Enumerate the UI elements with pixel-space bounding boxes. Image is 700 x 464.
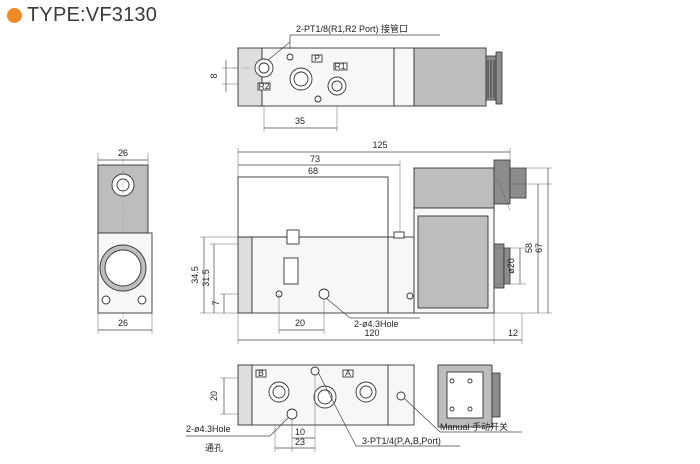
top-view: P R1 R2 2-PT1/8(R1,R2 Port) 接管口 8 35 [209,23,503,132]
front-dim-34-5: 34.5 [190,266,200,284]
front-view: 125 73 68 34.5 31.5 7 20 2-ø4.3Hole 12 [190,140,552,344]
front-coil-top [413,167,495,209]
bottom-left-cap [237,364,253,426]
top-port-label-r2: R2 [259,81,270,91]
front-left-cap [237,236,253,314]
side-view: 26 26 [97,148,153,334]
front-hole-callout: 2-ø4.3Hole [354,319,399,329]
top-port-callout: 2-PT1/8(R1,R2 Port) 接管口 [296,23,408,34]
front-dim-120: 120 [364,328,379,338]
top-view-valve-body [261,47,395,107]
front-dim-73: 73 [310,154,320,164]
bottom-dim-23: 23 [295,437,305,447]
top-port-label-r1: R1 [335,61,346,71]
front-dim-12: 12 [508,328,518,338]
top-dim-8: 8 [209,73,219,78]
front-body-extension [387,236,415,314]
bottom-port-callout: 3-PT1/4(P,A,B,Port) [362,436,441,446]
front-dim-125: 125 [372,140,387,150]
bottom-hole-note: 通孔 [205,443,223,453]
bottom-dim-20: 20 [209,391,219,401]
top-dim-35: 35 [295,116,305,126]
top-view-body-extension [393,47,415,107]
bottom-dim-10: 10 [295,427,305,437]
side-dim-26: 26 [118,318,128,328]
top-port-r2-inner [331,80,343,92]
front-dim-31-5: 31.5 [201,269,211,287]
bottom-port-label-b: B [258,368,264,378]
bottom-port-label-a: A [345,368,351,378]
side-dim-top-26: 26 [118,148,128,158]
front-valve-body [251,236,389,314]
top-port-r1-inner [258,62,270,74]
bottom-manual-callout: Manual 手动开关 [440,421,508,432]
front-coil-main [417,215,489,309]
top-view-fitting-end [495,51,503,105]
front-dim-68: 68 [308,166,318,176]
top-view-coil [413,47,487,107]
front-dim-coil-dia: ø20 [506,258,516,274]
page-title: TYPE:VF3130 [27,3,158,26]
top-port-p-inner [293,71,309,87]
top-port-label-p: P [314,53,320,63]
front-dim-20: 20 [295,318,305,328]
title-block: TYPE:VF3130 [7,4,157,26]
top-view-left-cap [237,47,263,107]
title-bullet-icon [7,7,22,23]
bottom-hole-callout: 2-ø4.3Hole [186,424,231,434]
front-fitting [493,243,505,289]
front-dim-67: 67 [534,243,544,253]
front-dim-58: 58 [524,243,534,253]
front-connector [493,159,511,205]
bottom-view: B A 20 10 23 2-ø4.3Hole 通孔 3-PT1/4(P,A,B… [186,364,522,453]
front-dim-7: 7 [211,300,221,305]
